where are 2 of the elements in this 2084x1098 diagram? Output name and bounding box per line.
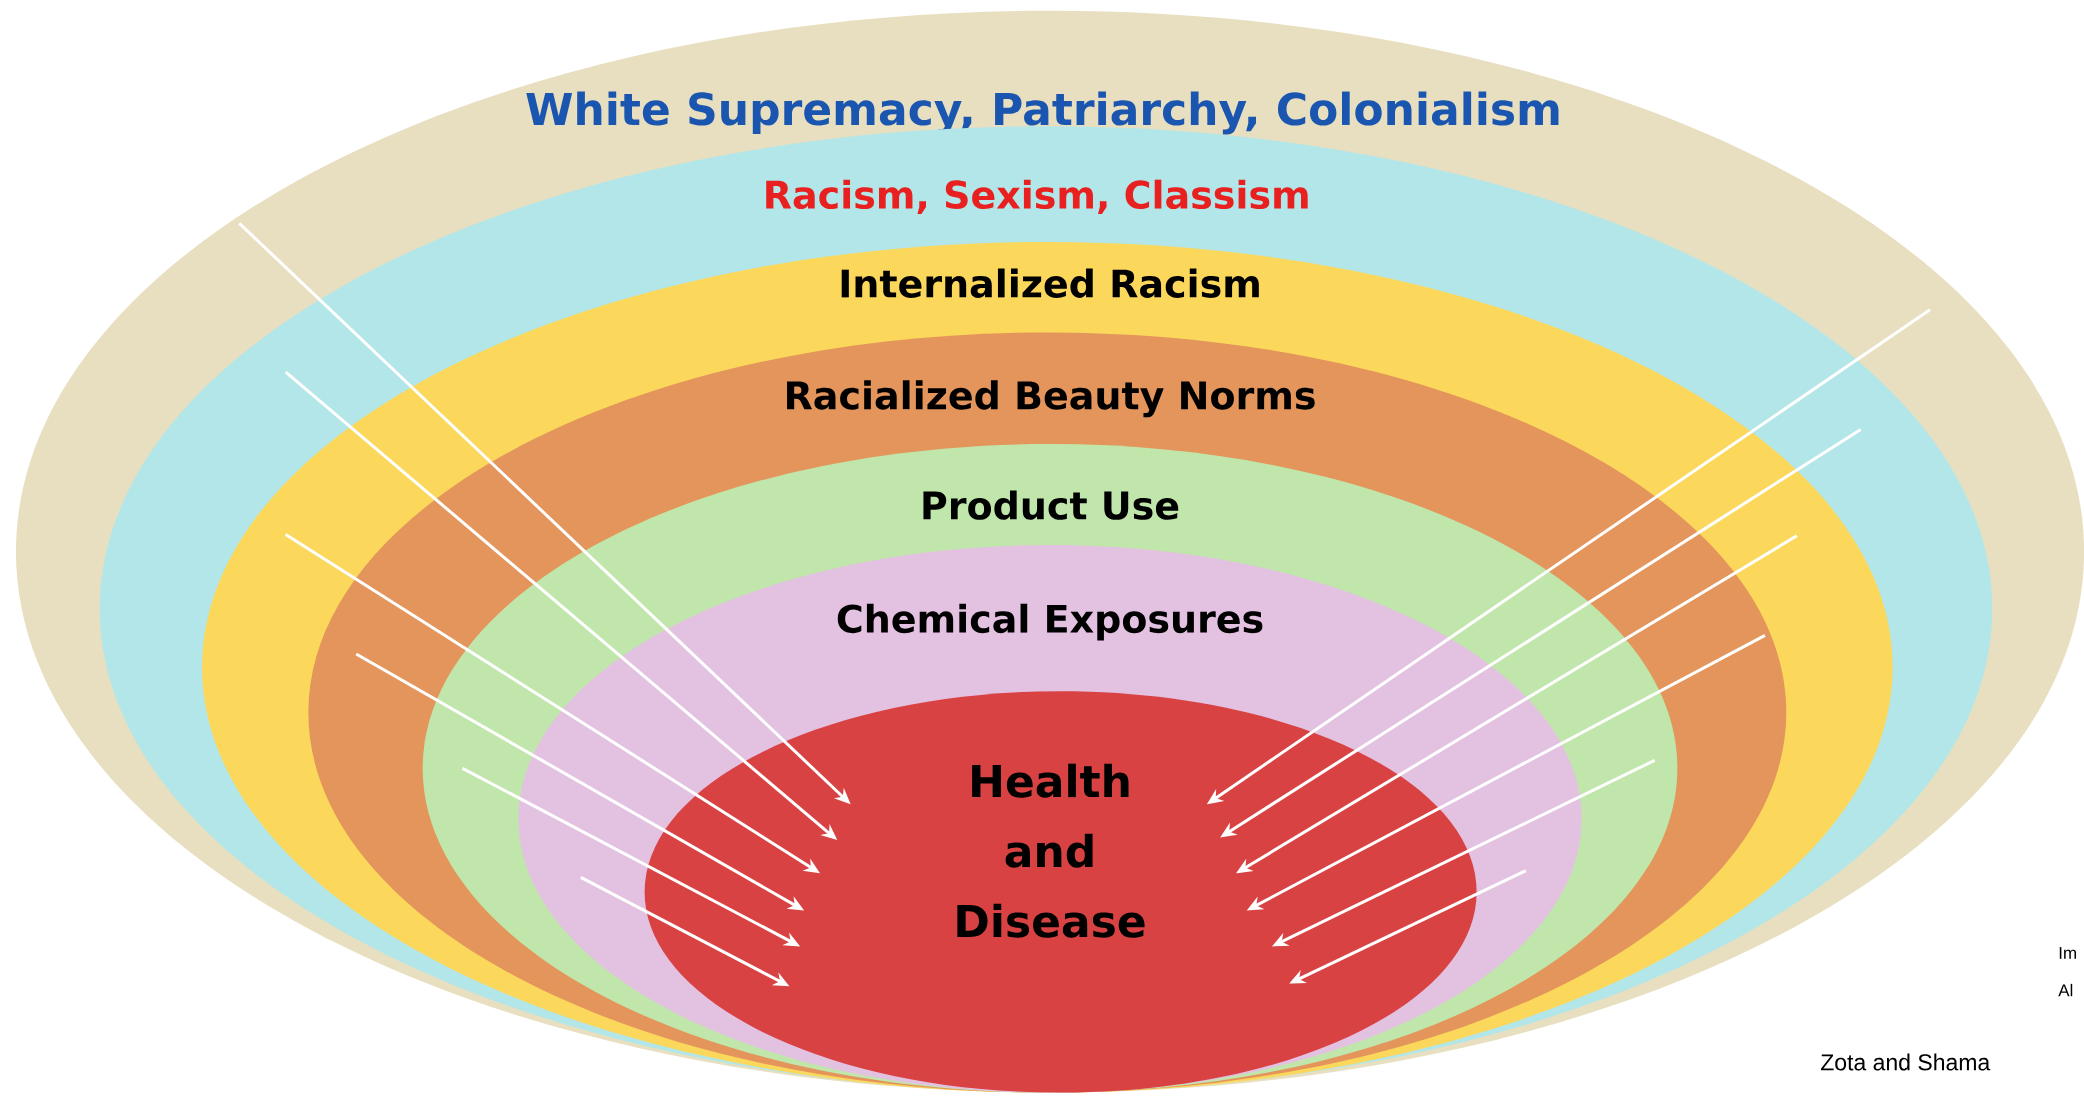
credit-text: Im (2059, 947, 2076, 959)
credit-text: Al (2058, 983, 2073, 997)
